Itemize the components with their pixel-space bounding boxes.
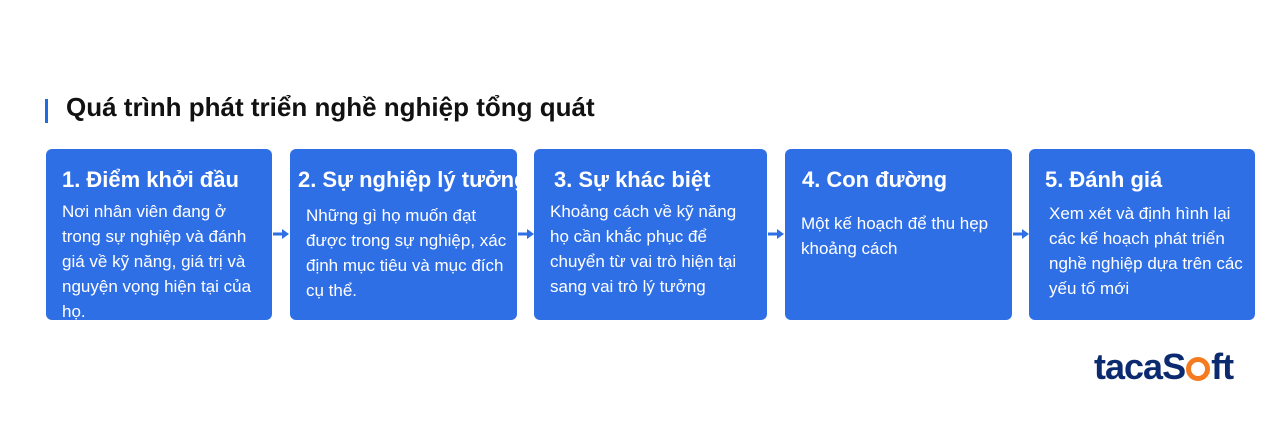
step-description: Xem xét và định hình lại các kế hoạch ph…: [1049, 204, 1243, 298]
arrow-right-icon: [518, 229, 534, 239]
arrow-right-icon: [273, 229, 289, 239]
step-box-2: 2.Sự nghiệp lý tưởng Những gì họ muốn đạ…: [290, 149, 528, 320]
title-accent-bar: [45, 99, 48, 123]
step-description: Một kế hoạch để thu hẹp khoảng cách: [801, 214, 989, 258]
logo-o-ring: [1186, 357, 1211, 381]
step-heading: Đánh giá: [1069, 167, 1163, 192]
step-number: 4.: [802, 167, 821, 192]
step-box-1: 1.Điểm khởi đầu Nơi nhân viên đang ở tro…: [46, 149, 272, 321]
step-number: 1.: [62, 167, 81, 192]
step-heading: Con đường: [826, 167, 948, 192]
arrow-right-icon: [768, 229, 784, 239]
step-heading: Sự nghiệp lý tưởng: [322, 167, 528, 192]
step-box-4: 4.Con đường Một kế hoạch để thu hẹp khoả…: [785, 149, 1012, 320]
step-number: 2.: [298, 167, 317, 192]
step-description: Nơi nhân viên đang ở trong sự nghiệp và …: [62, 202, 252, 321]
step-description: Khoảng cách về kỹ năng họ cần khắc phục …: [550, 202, 737, 296]
step-number: 3.: [554, 167, 573, 192]
page-title: Quá trình phát triển nghề nghiệp tổng qu…: [66, 92, 595, 122]
step-heading: Điểm khởi đầu: [86, 167, 239, 192]
arrow-right-icon: [1013, 229, 1029, 239]
step-description: Những gì họ muốn đạt được trong sự nghiệ…: [306, 206, 507, 300]
step-number: 5.: [1045, 167, 1064, 192]
step-heading: Sự khác biệt: [578, 167, 711, 192]
step-box-5: 5.Đánh giá Xem xét và định hình lại các …: [1029, 149, 1255, 320]
step-box-3: 3.Sự khác biệt Khoảng cách về kỹ năng họ…: [534, 149, 767, 320]
